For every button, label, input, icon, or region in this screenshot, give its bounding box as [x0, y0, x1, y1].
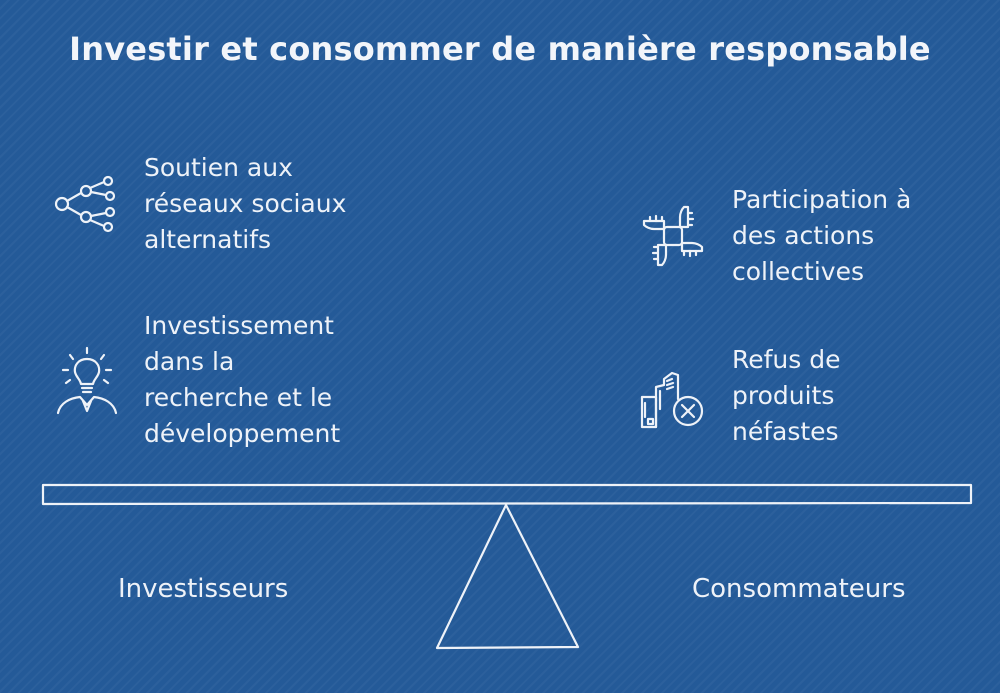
lightbulb-person-icon: [56, 346, 118, 415]
item-investissement-recherche: Investissement dans la recherche et le d…: [50, 308, 340, 452]
seesaw-beam: [41, 483, 973, 506]
group-label-consommateurs: Consommateurs: [692, 574, 906, 604]
seesaw-fulcrum: [435, 503, 580, 650]
rejected-product-icon: [640, 371, 704, 429]
joined-hands-icon: [642, 205, 704, 267]
network-share-icon: [54, 175, 116, 233]
item-soutien-reseaux: Soutien aux réseaux sociaux alternatifs: [50, 150, 346, 258]
item-label: Soutien aux réseaux sociaux alternatifs: [144, 153, 347, 254]
page-title: Investir et consommer de manière respons…: [69, 30, 931, 68]
item-label: Participation à des actions collectives: [732, 185, 912, 286]
item-label: Refus de produits néfastes: [732, 345, 841, 446]
item-label: Investissement dans la recherche et le d…: [144, 311, 341, 448]
item-actions-collectives: Participation à des actions collectives: [636, 182, 911, 290]
item-refus-produits: Refus de produits néfastes: [636, 342, 841, 450]
group-label-investisseurs: Investisseurs: [118, 574, 289, 604]
